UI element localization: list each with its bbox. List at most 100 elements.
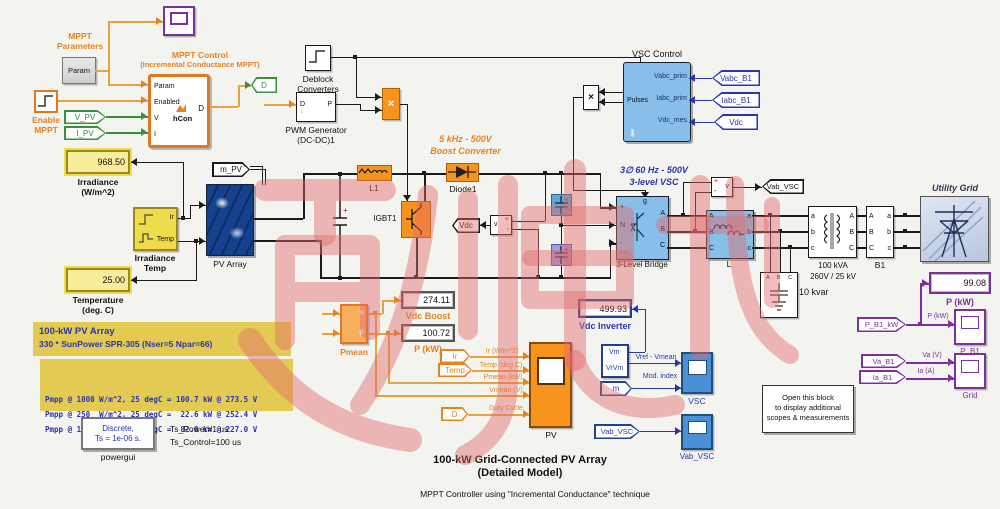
vm-label: v (725, 183, 730, 190)
from-tag-m[interactable]: m (600, 381, 632, 396)
vdc-boost-display[interactable]: 274.11 (401, 291, 455, 309)
igbt1-block[interactable] (401, 201, 431, 238)
port-c: C (659, 242, 665, 249)
arrowhead (141, 128, 147, 136)
enable-mppt-step-block[interactable] (34, 90, 58, 113)
down-arrow-icon: ↓ (300, 108, 304, 115)
multiply-block-dcdc[interactable]: × (382, 88, 400, 120)
vdc-voltage-measure-block[interactable]: v + - (490, 215, 512, 235)
goto-tag-d[interactable]: D (251, 77, 277, 93)
irradiance-temp-source-block[interactable]: Ir Temp (133, 207, 178, 251)
vsc-scope[interactable] (681, 352, 713, 394)
igbt-bridge-icon (630, 212, 645, 241)
from-tag-ir[interactable]: Ir (440, 349, 470, 363)
capacitor-icon: + (555, 246, 568, 264)
wire (356, 97, 382, 98)
from-tag-ia-b1[interactable]: Ia_B1 (859, 370, 906, 384)
mppt-d-scope[interactable] (163, 6, 195, 36)
from-tag-vabc-b1[interactable]: Vabc_B1 (712, 70, 760, 86)
wire (375, 395, 530, 397)
three-level-bridge-block[interactable]: + N - g A B C (616, 196, 669, 260)
dc-link-cap2-block[interactable]: + (551, 244, 572, 266)
inductor-l-block[interactable]: A B C a b c (706, 210, 754, 259)
param-block-label: Param (67, 66, 91, 75)
dc-capacitor-icon[interactable]: + (331, 173, 349, 279)
multiply-block-vsc[interactable]: × (583, 85, 599, 110)
vab-voltage-measure-block[interactable]: + - v (711, 177, 733, 197)
pv-array-block[interactable] (206, 184, 254, 256)
b1-measurement-block[interactable]: A B C a b c (866, 206, 894, 258)
wire (752, 215, 808, 217)
wire (695, 192, 696, 231)
from-tag-vab-vsc[interactable]: Vab_VSC (594, 424, 640, 439)
temperature-display[interactable]: 25.00 (66, 268, 130, 292)
transformer-coils-icon (823, 213, 841, 249)
goto-tag-vdc[interactable]: Vdc (452, 218, 480, 233)
from-tag-iabc-b1[interactable]: Iabc_B1 (712, 92, 760, 108)
port-d-out: D (198, 104, 204, 113)
vm-vrvm-block[interactable]: Vm VrVm (601, 344, 629, 378)
vdc-inverter-display[interactable]: 499.93 (578, 299, 632, 318)
grid-p-display[interactable]: 99.08 (929, 272, 991, 294)
pwm-generator-block[interactable]: D ↓ P (296, 92, 336, 122)
scope-screen (961, 360, 979, 373)
l1-label: L1 (369, 183, 379, 193)
wire (599, 92, 640, 93)
pmean-block[interactable]: V P (340, 304, 368, 344)
capacitor-ground-icon (770, 283, 788, 311)
inductor-l1-block[interactable] (357, 165, 392, 181)
vdc-inverter-label: Vdc Inverter (578, 321, 632, 331)
diode1-block[interactable] (446, 163, 479, 182)
vab-vsc-scope[interactable] (681, 414, 713, 450)
dc-link-cap1-block[interactable]: + (551, 194, 572, 216)
transformer-block[interactable]: a b c A B C (808, 206, 857, 258)
irradiance-display[interactable]: 968.50 (66, 150, 130, 174)
pv-scope[interactable] (529, 342, 572, 428)
arrowhead (141, 112, 147, 120)
vsc-control-title: VSC Control (631, 49, 683, 59)
arrowhead (675, 427, 681, 435)
from-tag-ipv[interactable]: I_PV (64, 126, 106, 140)
pb1-scope[interactable] (954, 309, 986, 345)
port-plus: + (620, 204, 625, 211)
wire (265, 169, 266, 185)
goto-tag-vab-vsc[interactable]: Vab_VSC (762, 179, 804, 194)
grid-scope[interactable] (954, 353, 986, 389)
powergui-block[interactable]: Discrete, Ts = 1e-06 s. (81, 417, 155, 450)
wire (108, 84, 148, 86)
arrowhead (333, 329, 339, 337)
wire (538, 229, 539, 277)
from-tag-va-b1[interactable]: Va_B1 (861, 354, 906, 368)
p-kw-display[interactable]: 100.72 (401, 324, 455, 342)
kvar-capacitor-bank-block[interactable]: A B C (760, 272, 798, 318)
from-tag-temp[interactable]: Temp (438, 363, 472, 377)
from-tag-d2[interactable]: D (441, 407, 468, 421)
from-tag-vdc2[interactable]: Vdc (714, 114, 758, 130)
port-p-out: P (359, 330, 364, 337)
wire (512, 221, 545, 222)
mppt-param-source-block[interactable]: Param (62, 57, 96, 84)
utility-grid-block[interactable] (920, 196, 989, 262)
deblock-converters-block[interactable] (305, 45, 331, 71)
from-tag-vpv[interactable]: V_PV (64, 110, 106, 124)
wire (58, 100, 148, 102)
wire (388, 333, 390, 382)
mppt-control-block[interactable]: Param Enabled V I D hCon (148, 74, 210, 148)
powergui-label: powergui (100, 452, 136, 462)
vsc-control-block[interactable]: Pulses Vabc_prim Iabc_prim Vdc_mes ⬇ (623, 62, 691, 142)
arrowhead (131, 158, 137, 166)
sig-vref-label: Vref - Vmean (635, 354, 677, 361)
p-kw-label: P (kW) (414, 344, 442, 354)
scope-screen (688, 421, 707, 434)
goto-tag-mpv[interactable]: m_PV (212, 162, 250, 177)
wire (238, 85, 251, 87)
wire (573, 97, 574, 191)
irradiance-label: Irradiance(W/m^2) (77, 177, 119, 197)
signal-steps-icon (139, 214, 153, 243)
from-tag-pb1kw[interactable]: P_B1_kW (857, 317, 906, 332)
junction (422, 171, 426, 175)
